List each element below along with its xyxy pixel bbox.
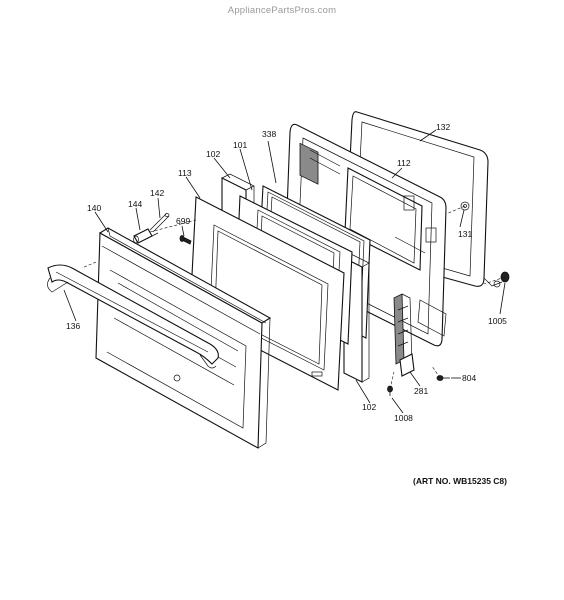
hinge-pin-142-part[interactable] [149,213,170,233]
callout-1008: 1008 [394,413,413,423]
callout-699: 699 [176,216,190,226]
watermark-text: AppliancePartsPros.com [227,5,337,16]
callout-101: 101 [233,140,247,150]
callout-131: 131 [458,229,472,239]
callout-804: 804 [462,373,476,383]
callout-113: 113 [178,168,192,178]
callout-142: 142 [150,188,164,198]
callout-132: 132 [436,122,450,132]
callout-1005: 1005 [488,316,507,326]
screw-1008-part[interactable] [387,385,393,396]
door-handle-part[interactable] [47,264,219,369]
callout-102-lower: 102 [362,402,376,412]
screw-699-part[interactable] [179,235,192,245]
spacer-144-part[interactable] [133,228,159,244]
callout-102-upper: 102 [206,149,220,159]
callout-281: 281 [414,386,428,396]
callout-144: 144 [128,199,142,209]
callout-136: 136 [66,321,80,331]
art-number: (ART NO. WB15235 C8) [413,476,507,486]
callout-112: 112 [397,158,411,168]
screw-131-part[interactable] [460,201,470,211]
callout-140: 140 [87,203,101,213]
door-bracket-281-part[interactable] [393,293,415,377]
callout-338: 338 [262,129,276,139]
